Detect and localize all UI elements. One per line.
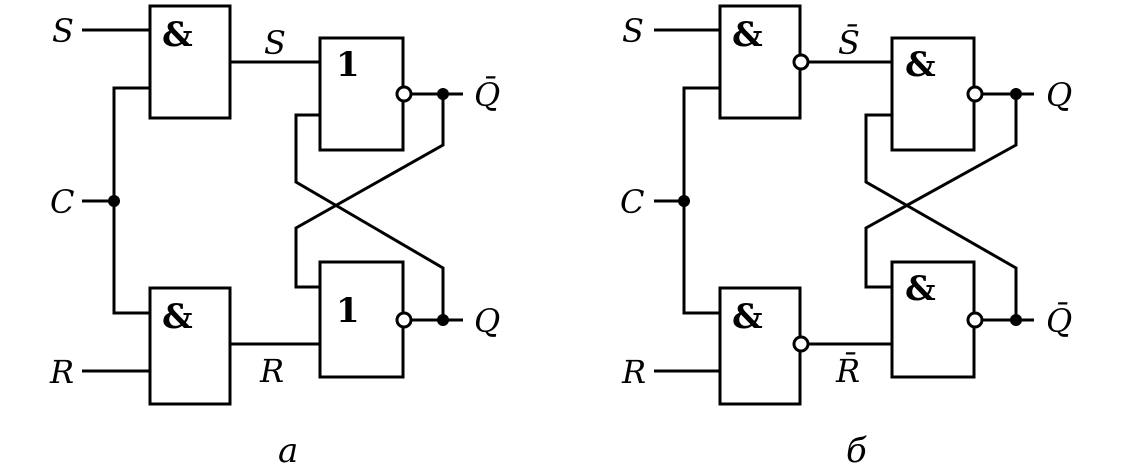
gate-label: & [162,297,193,337]
inverter-bubble-bottom [395,311,413,329]
circuit-b: & & & & S C R S̄ R̄ Q Q̄ б [620,4,1072,471]
gate-label: & [905,45,936,85]
nand-gate-latch-bottom [890,260,976,379]
label-input-s: S [622,12,644,50]
inverter-bubble-input-top [792,53,810,71]
label-input-c: C [50,183,74,221]
wire-feedback-to-top [864,113,1018,320]
caption: а [278,431,298,471]
label-internal-s: S [264,24,286,62]
label-internal-r: R [259,352,284,390]
label-input-r: R [49,353,74,391]
or-gate-bottom [318,260,405,379]
or-gate-top [318,36,405,152]
wire-feedback-to-top [294,113,445,320]
nand-gate-bottom [718,286,802,406]
caption: б [846,431,867,471]
gate-label: & [732,15,763,55]
gate-label: 1 [336,45,360,85]
label-output-bottom: Q [474,302,500,340]
and-gate-top [148,4,232,120]
and-gate-bottom [148,286,232,406]
gate-label: & [732,297,763,337]
label-internal-s: S̄ [838,24,860,62]
gate-label: 1 [336,291,360,331]
inverter-bubble-bottom [966,311,984,329]
gate-label: & [162,15,193,55]
wire-feedback-to-bottom [864,94,1018,289]
label-output-bottom: Q̄ [1046,302,1072,340]
inverter-bubble-input-bottom [792,335,810,353]
label-internal-r: R̄ [835,352,860,390]
inverter-bubble-top [395,85,413,103]
junction-c [108,195,120,207]
inverter-bubble-top [966,85,984,103]
label-output-top: Q [1046,76,1072,114]
junction-c [678,195,690,207]
gate-label: & [905,269,936,309]
circuit-a: & & 1 1 S C R S R Q̄ Q а [49,4,500,471]
label-input-c: C [620,183,644,221]
wire-feedback-to-bottom [294,94,445,289]
label-output-top: Q̄ [474,76,500,114]
label-input-s: S [52,12,74,50]
label-input-r: R [621,353,646,391]
